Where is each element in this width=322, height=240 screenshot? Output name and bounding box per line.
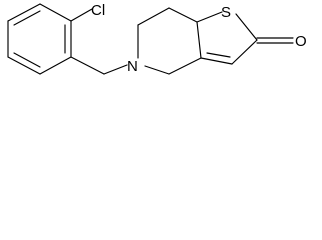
chlorine-label: Cl [91, 2, 105, 19]
piperidine-ring [137, 7, 202, 75]
ring-bond [235, 13, 258, 41]
ring-bond [39, 3, 72, 22]
nitrogen-label: N [127, 58, 138, 75]
chlorine-bond [70, 8, 93, 22]
ring-double-bond [13, 10, 41, 26]
ring-bond [168, 7, 198, 23]
ring-bond [39, 56, 72, 75]
ring-bond [144, 65, 170, 75]
sulfur-label: S [221, 4, 231, 21]
thiophenone-ring [196, 11, 258, 65]
ring-double-bond [206, 52, 231, 58]
ring-bond [168, 57, 202, 75]
ring-bond [7, 56, 41, 75]
ring-bond [196, 11, 223, 23]
ring-bond [137, 7, 170, 26]
ring-bond [200, 57, 233, 65]
ring-bond [231, 39, 258, 65]
ring-double-bond [13, 52, 41, 68]
chemical-structure: Cl N S O [0, 0, 322, 94]
methylene-nitrogen-bond [103, 64, 128, 75]
ring-bond [7, 3, 41, 22]
benzene-ring [7, 3, 72, 75]
ring-bond [196, 21, 202, 59]
benzylic-bond [70, 56, 105, 75]
oxygen-label: O [295, 33, 307, 50]
